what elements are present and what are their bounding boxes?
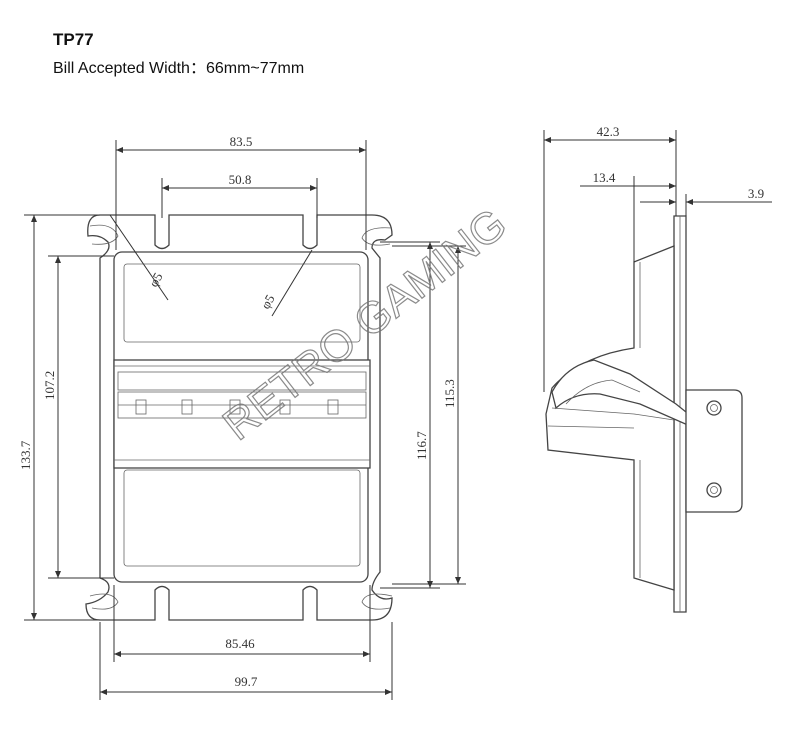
dim-bottom-inner-width: 85.46 bbox=[225, 636, 255, 651]
bracket-hole-bottom bbox=[706, 482, 722, 498]
dim-left-inner-height: 107.2 bbox=[42, 371, 57, 400]
roller-3 bbox=[229, 399, 241, 415]
bracket-hole-top-inner bbox=[710, 404, 718, 412]
bill-width-spec: Bill Accepted Width：66mm~77mm bbox=[53, 60, 305, 77]
roller-1 bbox=[135, 399, 147, 415]
slot-bottom-left bbox=[89, 593, 119, 610]
bill-entry-frame bbox=[113, 359, 371, 469]
hole-right-leader bbox=[271, 249, 313, 317]
side-body bbox=[545, 245, 675, 591]
dim-left-outer-height: 133.7 bbox=[18, 440, 33, 470]
front-dimensions: 83.5 50.8 133.7 107.2 116.7 115.3 85.46 bbox=[18, 134, 466, 700]
dim-right-outer-height: 115.3 bbox=[442, 379, 457, 408]
slot-top-right bbox=[361, 227, 393, 246]
dim-side-depth: 42.3 bbox=[597, 124, 620, 139]
hole-left-label: φ5 bbox=[146, 270, 166, 290]
bracket-hole-bottom-inner bbox=[710, 486, 718, 494]
upper-panel bbox=[123, 263, 361, 343]
dim-right-inner-height: 116.7 bbox=[414, 431, 429, 460]
bracket-hole-top bbox=[706, 400, 722, 416]
roller-2 bbox=[181, 399, 193, 415]
dim-side-mid: 13.4 bbox=[593, 170, 616, 185]
hole-right-label: φ5 bbox=[258, 292, 278, 312]
slot-bottom-right bbox=[361, 593, 393, 610]
dim-top-width: 83.5 bbox=[230, 134, 253, 149]
dim-slot-spacing: 50.8 bbox=[229, 172, 252, 187]
roller-4 bbox=[279, 399, 291, 415]
bill-slot-upper bbox=[117, 371, 367, 391]
side-mouth-line bbox=[565, 379, 641, 405]
side-body-line bbox=[547, 425, 635, 429]
front-view: φ5 φ5 bbox=[85, 214, 393, 621]
side-body-line bbox=[551, 407, 675, 421]
slot-top-left bbox=[89, 224, 119, 245]
model-title: TP77 bbox=[53, 30, 94, 49]
side-dimensions: 42.3 13.4 3.9 bbox=[543, 124, 772, 392]
dim-bottom-outer-width: 99.7 bbox=[235, 674, 258, 689]
side-view bbox=[545, 215, 743, 613]
roller-5 bbox=[327, 399, 339, 415]
lower-panel bbox=[123, 469, 361, 567]
side-bracket bbox=[685, 389, 743, 513]
dim-side-thickness: 3.9 bbox=[748, 186, 764, 201]
hole-left-leader bbox=[109, 214, 169, 301]
